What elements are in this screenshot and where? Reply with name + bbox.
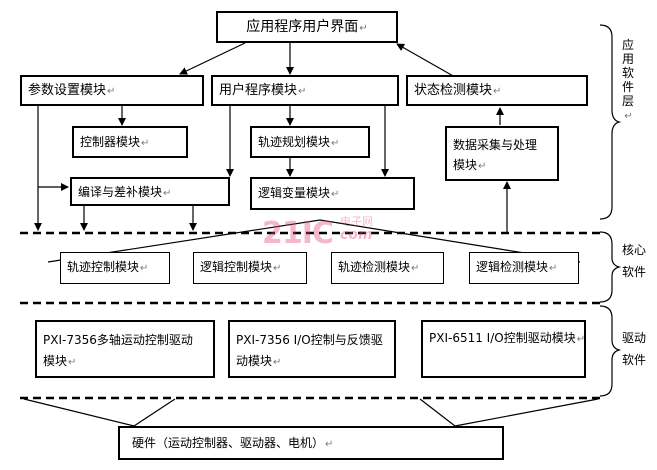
layer-label-driver-line2: 软件: [622, 353, 647, 367]
fan-hw-to-right: [454, 398, 599, 427]
box-pxi7356-io-line1: PXI-7356 I/O控制与反馈驱: [236, 333, 383, 347]
paragraph-mark: ↵: [298, 86, 307, 97]
layer-label-core: 核心 软件: [622, 239, 646, 283]
connectors: [23, 42, 599, 427]
layer-label-core-line2: 软件: [622, 265, 647, 279]
box-param-setting: 参数设置模块↵: [20, 75, 204, 106]
box-logic-var: 逻辑变量模块↵: [250, 177, 415, 210]
box-logic-control: 逻辑控制模块↵: [193, 252, 307, 284]
box-pxi6511-io-label: PXI-6511 I/O控制驱动模块: [429, 331, 576, 345]
box-pxi7356-motion-line1: PXI-7356多轴运动控制驱动: [43, 333, 193, 347]
paragraph-mark: ↵: [576, 334, 586, 345]
box-compile-interp: 编译与差补模块↵: [70, 177, 230, 206]
layer-braces: [599, 24, 622, 397]
box-logic-detect-label: 逻辑检测模块: [476, 260, 549, 274]
box-controller-label: 控制器模块: [80, 135, 141, 149]
box-status-detect: 状态检测模块↵: [406, 75, 588, 106]
box-traj-detect: 轨迹检测模块↵: [331, 252, 444, 284]
paragraph-mark: ↵: [493, 86, 502, 97]
paragraph-mark: ↵: [331, 189, 340, 200]
paragraph-mark: ↵: [68, 357, 77, 368]
box-controller: 控制器模块↵: [72, 126, 188, 158]
box-user-program: 用户程序模块↵: [211, 75, 399, 106]
box-traj-control-label: 轨迹控制模块: [67, 260, 140, 274]
box-trajectory-plan: 轨迹规划模块↵: [250, 126, 370, 158]
box-hardware: 硬件（运动控制器、驱动器、电机）↵: [118, 426, 504, 460]
box-param-setting-label: 参数设置模块: [28, 83, 107, 98]
box-hardware-label: 硬件（运动控制器、驱动器、电机）: [132, 436, 325, 450]
arrow-ui-to-param: [179, 42, 246, 75]
box-trajectory-plan-label: 轨迹规划模块: [258, 135, 331, 149]
box-traj-control: 轨迹控制模块↵: [60, 252, 170, 284]
box-data-acquisition: 数据采集与处理 模块↵: [445, 126, 559, 181]
box-traj-detect-label: 轨迹检测模块: [338, 260, 411, 274]
box-app-ui-label: 应用程序用户界面: [246, 19, 359, 35]
paragraph-mark: ↵: [411, 263, 420, 274]
box-status-detect-label: 状态检测模块: [414, 83, 493, 98]
paragraph-mark: ↵: [163, 188, 172, 199]
paragraph-mark: ↵: [549, 263, 558, 274]
layer-label-app-text: 应用软件层: [621, 38, 634, 108]
paragraph-mark: ↵: [107, 86, 116, 97]
box-data-acquisition-line1: 数据采集与处理: [453, 138, 538, 152]
box-data-acquisition-line2: 模块: [453, 158, 478, 172]
fan-hw-to-midright: [419, 398, 456, 427]
arrow-status-to-ui: [396, 43, 456, 78]
box-logic-var-label: 逻辑变量模块: [258, 186, 331, 200]
box-pxi7356-io-line2: 动模块: [236, 354, 273, 368]
paragraph-mark: ↵: [624, 111, 633, 122]
box-user-program-label: 用户程序模块: [219, 83, 298, 98]
paragraph-mark: ↵: [478, 161, 487, 172]
paragraph-mark: ↵: [141, 138, 150, 149]
paragraph-mark: ↵: [273, 357, 282, 368]
fan-hw-to-left: [23, 398, 135, 427]
box-logic-detect: 逻辑检测模块↵: [469, 252, 579, 284]
layer-label-app: 应用软件层 ↵: [621, 38, 635, 124]
layer-separators: [20, 231, 602, 400]
box-app-ui: 应用程序用户界面↵: [216, 11, 398, 43]
brace-driver: [599, 305, 622, 397]
box-compile-interp-label: 编译与差补模块: [78, 185, 163, 199]
paragraph-mark: ↵: [273, 263, 282, 274]
box-logic-control-label: 逻辑控制模块: [200, 260, 273, 274]
paragraph-mark: ↵: [359, 23, 368, 34]
paragraph-mark: ↵: [331, 138, 340, 149]
fan-hw-to-midleft: [133, 398, 176, 427]
brace-app: [599, 24, 622, 220]
layer-label-driver-line1: 驱动: [622, 331, 647, 345]
brace-core: [599, 231, 622, 303]
layer-label-driver: 驱动 软件: [622, 327, 646, 371]
box-pxi7356-motion-line2: 模块: [43, 354, 68, 368]
paragraph-mark: ↵: [140, 263, 149, 274]
layer-label-core-line1: 核心: [622, 243, 647, 257]
paragraph-mark: ↵: [325, 439, 334, 450]
box-pxi7356-io: PXI-7356 I/O控制与反馈驱 动模块↵: [228, 320, 396, 378]
box-pxi7356-motion: PXI-7356多轴运动控制驱动 模块↵: [35, 320, 215, 378]
box-pxi6511-io: PXI-6511 I/O控制驱动模块↵: [421, 320, 586, 378]
